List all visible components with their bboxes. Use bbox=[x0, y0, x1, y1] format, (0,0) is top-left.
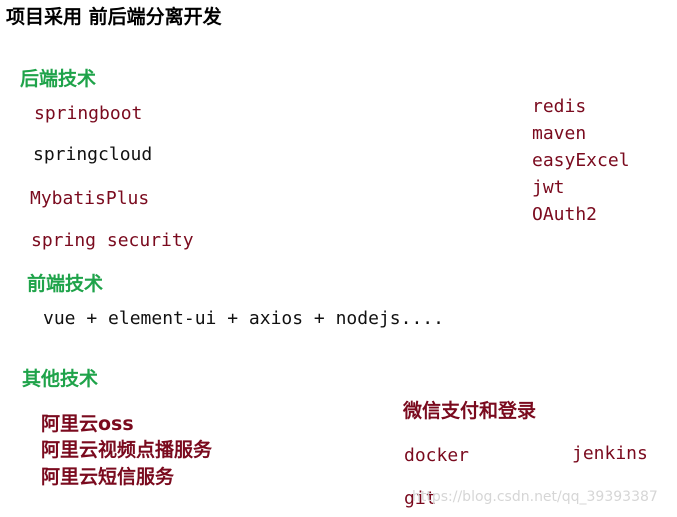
other-aliyun-vod: 阿里云视频点播服务 bbox=[41, 439, 213, 461]
frontend-heading: 前端技术 bbox=[27, 273, 104, 295]
other-tool-docker: docker bbox=[404, 445, 470, 466]
backend-item-springcloud: springcloud bbox=[33, 144, 153, 165]
other-aliyun-oss: 阿里云oss bbox=[41, 413, 134, 435]
backend-extra-easyexcel: easyExcel bbox=[532, 150, 630, 171]
other-heading: 其他技术 bbox=[22, 368, 99, 390]
backend-item-springboot: springboot bbox=[34, 103, 143, 124]
backend-extra-redis: redis bbox=[532, 96, 587, 117]
other-tool-git: git bbox=[404, 488, 437, 509]
other-tool-jenkins: jenkins bbox=[572, 443, 648, 464]
backend-extra-jwt: jwt bbox=[532, 177, 565, 198]
watermark: https://blog.csdn.net/qq_39393387 bbox=[412, 489, 658, 505]
frontend-stack: vue + element-ui + axios + nodejs.... bbox=[43, 308, 444, 329]
backend-heading: 后端技术 bbox=[20, 68, 97, 90]
backend-item-spring-security: spring security bbox=[31, 230, 194, 251]
other-wechat: 微信支付和登录 bbox=[403, 400, 537, 422]
backend-extra-oauth2: OAuth2 bbox=[532, 204, 598, 225]
backend-item-mybatisplus: MybatisPlus bbox=[30, 188, 150, 209]
other-aliyun-sms: 阿里云短信服务 bbox=[41, 466, 175, 488]
backend-extra-maven: maven bbox=[532, 123, 587, 144]
page-title: 项目采用 前后端分离开发 bbox=[6, 6, 222, 28]
